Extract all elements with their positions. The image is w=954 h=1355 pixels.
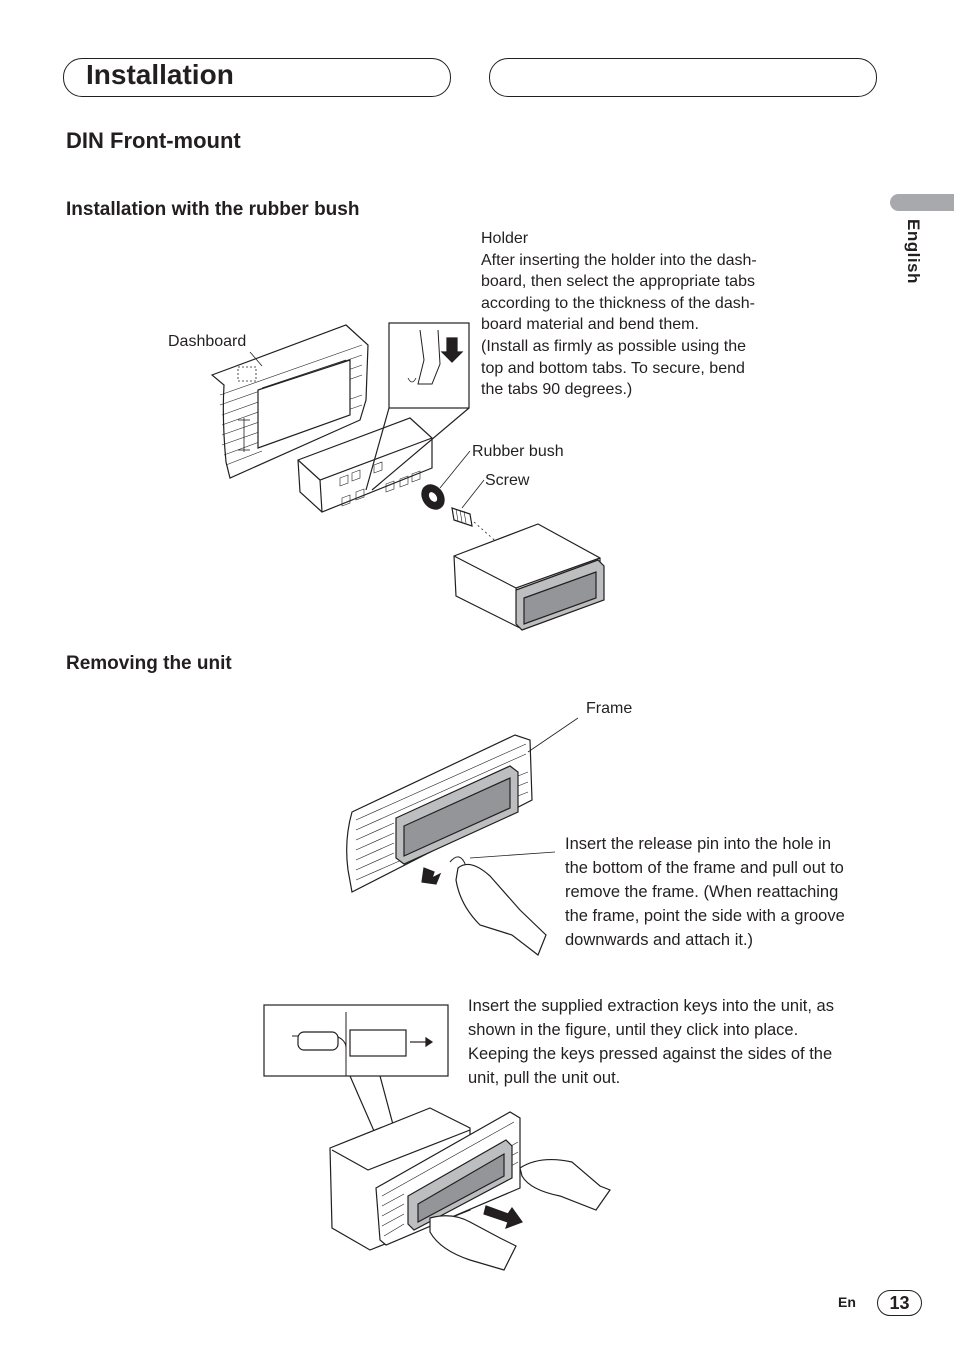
page-heading: DIN Front-mount: [66, 128, 241, 153]
dashboard-label: Dashboard: [168, 333, 247, 350]
section-title: Installation: [86, 59, 234, 90]
section-title-frame: [63, 58, 451, 97]
screw-label: Screw: [485, 472, 530, 489]
header-blank-frame: [489, 58, 877, 97]
rubber-bush-label: Rubber bush: [472, 443, 564, 460]
frame-label: Frame: [586, 700, 633, 717]
release-pin-caption: Insert the release pin into the hole in …: [565, 835, 845, 949]
language-code: En: [838, 1294, 856, 1310]
language-tab-marker: [890, 194, 954, 211]
page-number: 13: [877, 1290, 922, 1316]
extraction-caption: Insert the supplied extraction keys into…: [468, 997, 834, 1087]
section2-title: Removing the unit: [66, 653, 232, 674]
section1-title: Installation with the rubber bush: [66, 199, 360, 220]
holder-caption: Holder After inserting the holder into t…: [481, 230, 757, 399]
